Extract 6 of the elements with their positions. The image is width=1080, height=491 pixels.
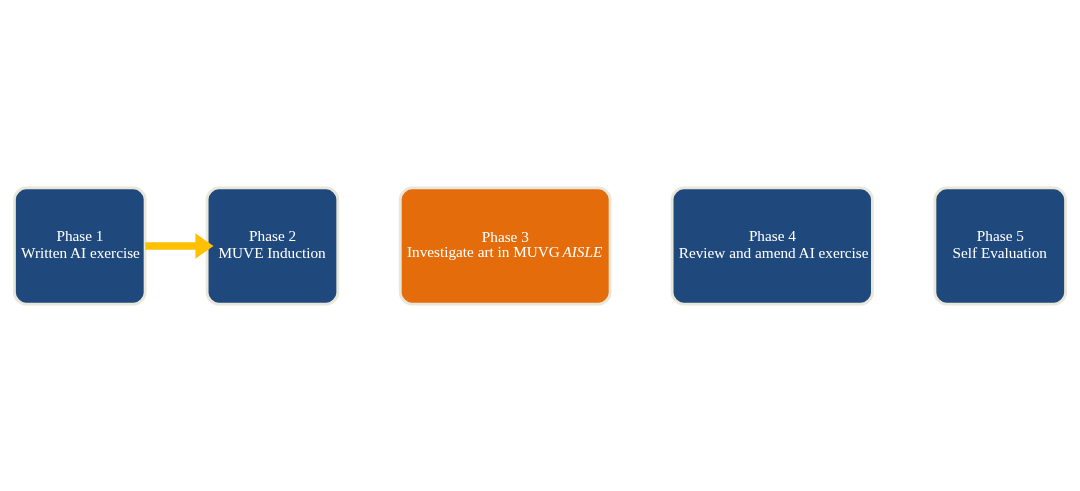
node-box: Phase 4 Review and amend AI exercise bbox=[670, 185, 874, 306]
node-box: Phase 1 Written AI exercise bbox=[13, 185, 147, 306]
node-box: Phase 3 Investigate art in MUVG AISLE bbox=[398, 185, 612, 306]
node-box: Phase 2 MUVE Induction bbox=[205, 185, 340, 306]
node-box: Phase 5 Self Evaluation bbox=[933, 185, 1067, 306]
arrow bbox=[145, 232, 214, 259]
